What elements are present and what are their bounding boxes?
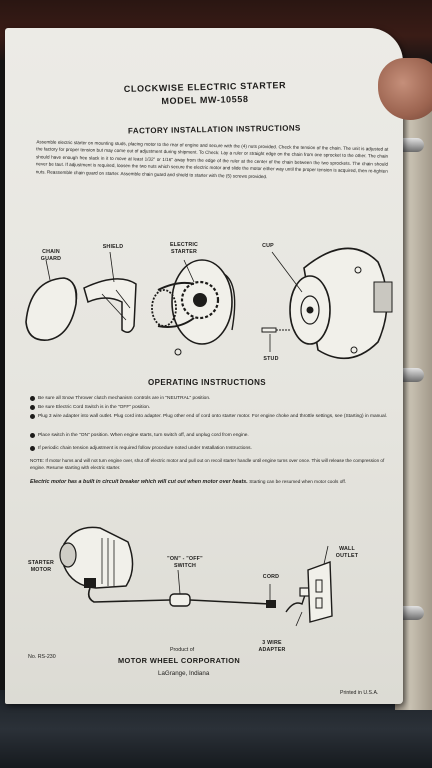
company-name: MOTOR WHEEL CORPORATION bbox=[118, 656, 241, 665]
form-number: No. RS-230 bbox=[28, 654, 56, 660]
shield-drawing bbox=[83, 278, 137, 333]
label-chain-guard: CHAIN GUARD bbox=[40, 249, 62, 262]
bullet-dot bbox=[30, 433, 35, 438]
label-cord: CORD bbox=[262, 574, 280, 580]
operating-item-1: Be sure all Snow Thrower clutch mechanis… bbox=[30, 396, 388, 402]
circuit-breaker-note: Electric motor has a built in circuit br… bbox=[30, 479, 347, 485]
adapter-and-outlet-drawing bbox=[285, 561, 333, 623]
factory-text: Assemble electric starter on mounting st… bbox=[35, 139, 389, 179]
engine-cup-drawing bbox=[261, 247, 393, 360]
label-on-off-switch: "ON" - "OFF" SWITCH bbox=[167, 556, 203, 569]
thumb bbox=[378, 58, 432, 120]
starter-exploded-diagram bbox=[25, 247, 393, 360]
note-text: NOTE: If motor hums and will not turn en… bbox=[30, 458, 385, 470]
label-electric-starter: ELECTRIC STARTER bbox=[169, 242, 199, 255]
starter-motor-drawing bbox=[59, 526, 134, 589]
wiring-diagram bbox=[59, 526, 333, 627]
label-starter-motor: STARTER MOTOR bbox=[27, 560, 55, 573]
cord-drawing bbox=[87, 587, 276, 608]
operating-item-3: Plug 3 wire adapter into wall outlet. Pl… bbox=[30, 414, 390, 420]
label-cup: CUP bbox=[262, 243, 274, 249]
label-wall-outlet: WALL OUTLET bbox=[335, 546, 359, 559]
bullet-dot bbox=[30, 405, 35, 410]
company-city: LaGrange, Indiana bbox=[158, 670, 210, 677]
printed-in: Printed in U.S.A. bbox=[340, 690, 379, 696]
operating-item-4: Place switch in the "ON" position. When … bbox=[30, 433, 390, 439]
operating-item-5: If periodic chain tension adjustment is … bbox=[30, 446, 390, 452]
label-shield: SHIELD bbox=[102, 244, 124, 250]
label-stud: STUD bbox=[263, 356, 279, 362]
operating-heading: OPERATING INSTRUCTIONS bbox=[148, 378, 266, 387]
operating-item-2: Be sure Electric Cord Switch is in the "… bbox=[30, 405, 388, 411]
bullet-dot bbox=[30, 446, 35, 451]
product-of-text: Product of bbox=[170, 647, 195, 653]
bullet-dot bbox=[30, 414, 35, 419]
bullet-dot bbox=[30, 396, 35, 401]
electric-starter-drawing bbox=[151, 259, 236, 356]
manual-page bbox=[5, 28, 403, 704]
label-3-wire-adapter: 3 WIRE ADAPTER bbox=[258, 640, 286, 653]
chain-guard-drawing bbox=[25, 277, 78, 341]
